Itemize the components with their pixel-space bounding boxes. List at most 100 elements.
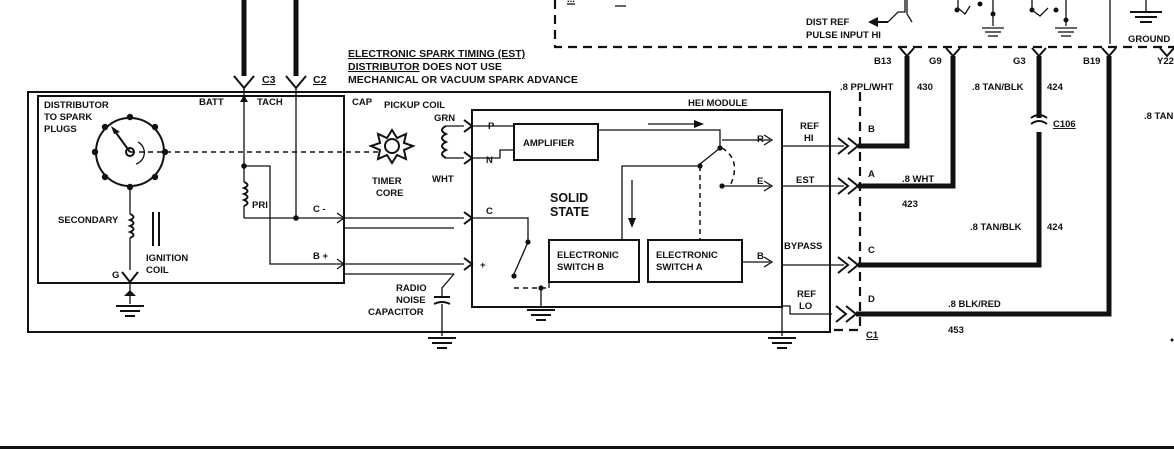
dist-ref-label-line1: DIST REF — [806, 17, 849, 28]
hei-c-label: C — [486, 206, 493, 217]
c1-pin-d-label: D — [868, 294, 875, 305]
wire-right-fragment — [1170, 338, 1174, 342]
coil-ground-connector — [121, 271, 139, 284]
coil-label-line1: IGNITION — [146, 253, 188, 264]
distributor-outer-frame — [27, 91, 831, 333]
switch-b-label-line1: ELECTRONIC — [557, 250, 619, 261]
c3-label: C3 — [262, 74, 276, 86]
c1-pin-a-left — [837, 177, 850, 195]
hei-module-frame — [471, 109, 783, 308]
capacitor-label-line2: NOISE — [396, 295, 426, 306]
wire-423-label: 423 — [902, 199, 918, 210]
cap-label: CAP — [352, 97, 373, 108]
pin-b13-label: B13 — [874, 56, 891, 67]
ref-lo-label-line1: REF — [797, 289, 816, 300]
wire-430-ref-hi — [858, 56, 910, 149]
amplifier-block — [513, 123, 599, 161]
c1-pin-b-left — [837, 137, 850, 155]
switch-b-label-line2: SWITCH B — [557, 262, 604, 273]
capacitor-label-line1: RADIO — [396, 283, 427, 294]
c1-label: C1 — [866, 330, 879, 341]
coil-ground-label: G — [112, 270, 119, 281]
timer-core-label-line2: CORE — [376, 188, 403, 199]
spark-terminal-1 — [126, 113, 134, 121]
distributor-assembly: DISTRIBUTOR TO SPARK PLUGS SECONDARY IGN… — [27, 88, 831, 333]
hei-b-label: B — [757, 251, 764, 262]
batt-entry-arrow — [240, 95, 248, 102]
pin-b13-connector — [899, 47, 915, 58]
c106-connector-top — [1030, 114, 1048, 119]
pickup-coil-label: PICKUP COIL — [384, 100, 445, 111]
g9-internal-node-2 — [977, 1, 983, 7]
b13-internal — [906, 0, 913, 23]
switch-arm-upper — [699, 147, 721, 165]
wire-wht-label: .8 WHT — [902, 174, 934, 185]
pin-g9-label: G9 — [929, 56, 942, 67]
pin-y22-label: Y22 — [1157, 56, 1174, 67]
dist-ref-arrow-head — [868, 17, 878, 27]
hei-e-label: E — [757, 176, 763, 187]
ref-lo-wire — [782, 305, 832, 315]
pickup-coil-assembly: PICKUP COIL TIMER CORE GRN WHT — [368, 100, 474, 199]
electronic-switch-a — [647, 239, 743, 283]
spark-terminal-8 — [101, 123, 109, 131]
ref-lo-label-line2: LO — [799, 301, 812, 312]
amplifier-label: AMPLIFIER — [523, 138, 574, 149]
distributor-title-line1: DISTRIBUTOR — [44, 100, 109, 111]
secondary-label: SECONDARY — [58, 215, 119, 226]
wire-424-top-label: 424 — [1047, 82, 1064, 93]
hei-plus-connector — [463, 257, 474, 271]
output-terminals: REF HI EST BYPASS REF LO — [768, 121, 844, 349]
wire-424-bypass-lower — [858, 132, 1042, 268]
note-line3: MECHANICAL OR VACUUM SPARK ADVANCE — [348, 74, 578, 86]
c2-connector — [285, 75, 307, 90]
pin-b19-connector — [1101, 47, 1117, 58]
capacitor-label-line3: CAPACITOR — [368, 307, 424, 318]
hei-c-internal-wire — [472, 217, 529, 240]
g3-internal-node — [1029, 7, 1035, 13]
pickup-coil-winding — [441, 125, 449, 159]
wire-423-est — [858, 56, 956, 189]
c1-pin-c-left — [837, 256, 850, 274]
c1-pin-c-label: C — [868, 245, 875, 256]
solid-state-line1: SOLID — [550, 191, 588, 205]
c-minus-label: C - — [313, 204, 326, 215]
spark-terminal-7 — [91, 148, 99, 156]
harness-wires: C106 .8 PPL/WHT 430 .8 WHT 423 .8 TAN/BL… — [840, 56, 1174, 342]
est-label: EST — [796, 175, 815, 186]
wire-430-label: 430 — [917, 82, 933, 93]
wire-blk-red-label: .8 BLK/RED — [948, 299, 1001, 310]
radio-noise-capacitor: RADIO NOISE CAPACITOR — [368, 273, 456, 349]
spark-terminal-3 — [161, 148, 169, 156]
c2-label: C2 — [313, 74, 327, 86]
pickup-wht-label: WHT — [432, 174, 454, 185]
switch-a-label-line1: ELECTRONIC — [656, 250, 718, 261]
pin-g9-connector — [945, 47, 961, 58]
hei-plus-label: + — [480, 260, 486, 271]
hei-module: HEI MODULE P N AMPLIFIER R E SOLID STATE… — [463, 98, 783, 321]
g3-internal-a — [1031, 0, 1049, 17]
c1-pin-b-label: B — [868, 124, 875, 135]
pickup-p-connector — [463, 119, 474, 133]
hei-module-title: HEI MODULE — [688, 98, 748, 109]
bypass-label: BYPASS — [784, 241, 822, 252]
pickup-n-connector — [463, 151, 474, 165]
wire-tan-blk-top-label: .8 TAN/BLK — [972, 82, 1024, 93]
b-plus-wire — [269, 218, 344, 265]
amplifier-output-wire — [598, 129, 721, 146]
switch-b-pivot — [511, 273, 517, 279]
tach-label: TACH — [257, 97, 283, 108]
distributor-title-line2: TO SPARK — [44, 112, 92, 123]
feed-wires: C3 C2 — [233, 0, 327, 90]
dist-ref-internal — [887, 0, 906, 23]
pin-g3-label: G3 — [1013, 56, 1026, 67]
signal-flow-arrow-head — [694, 120, 704, 128]
batt-to-primary-upper — [244, 165, 271, 218]
hei-c-connector — [463, 211, 474, 225]
g9-internal-node-3 — [990, 11, 996, 17]
ref-hi-label-line1: REF — [800, 121, 819, 132]
wire-453-ref-lo — [856, 56, 1112, 317]
ref-hi-label-line2: HI — [804, 133, 814, 144]
timer-core-hub — [384, 138, 400, 154]
rotor-arm-tip — [111, 126, 120, 134]
